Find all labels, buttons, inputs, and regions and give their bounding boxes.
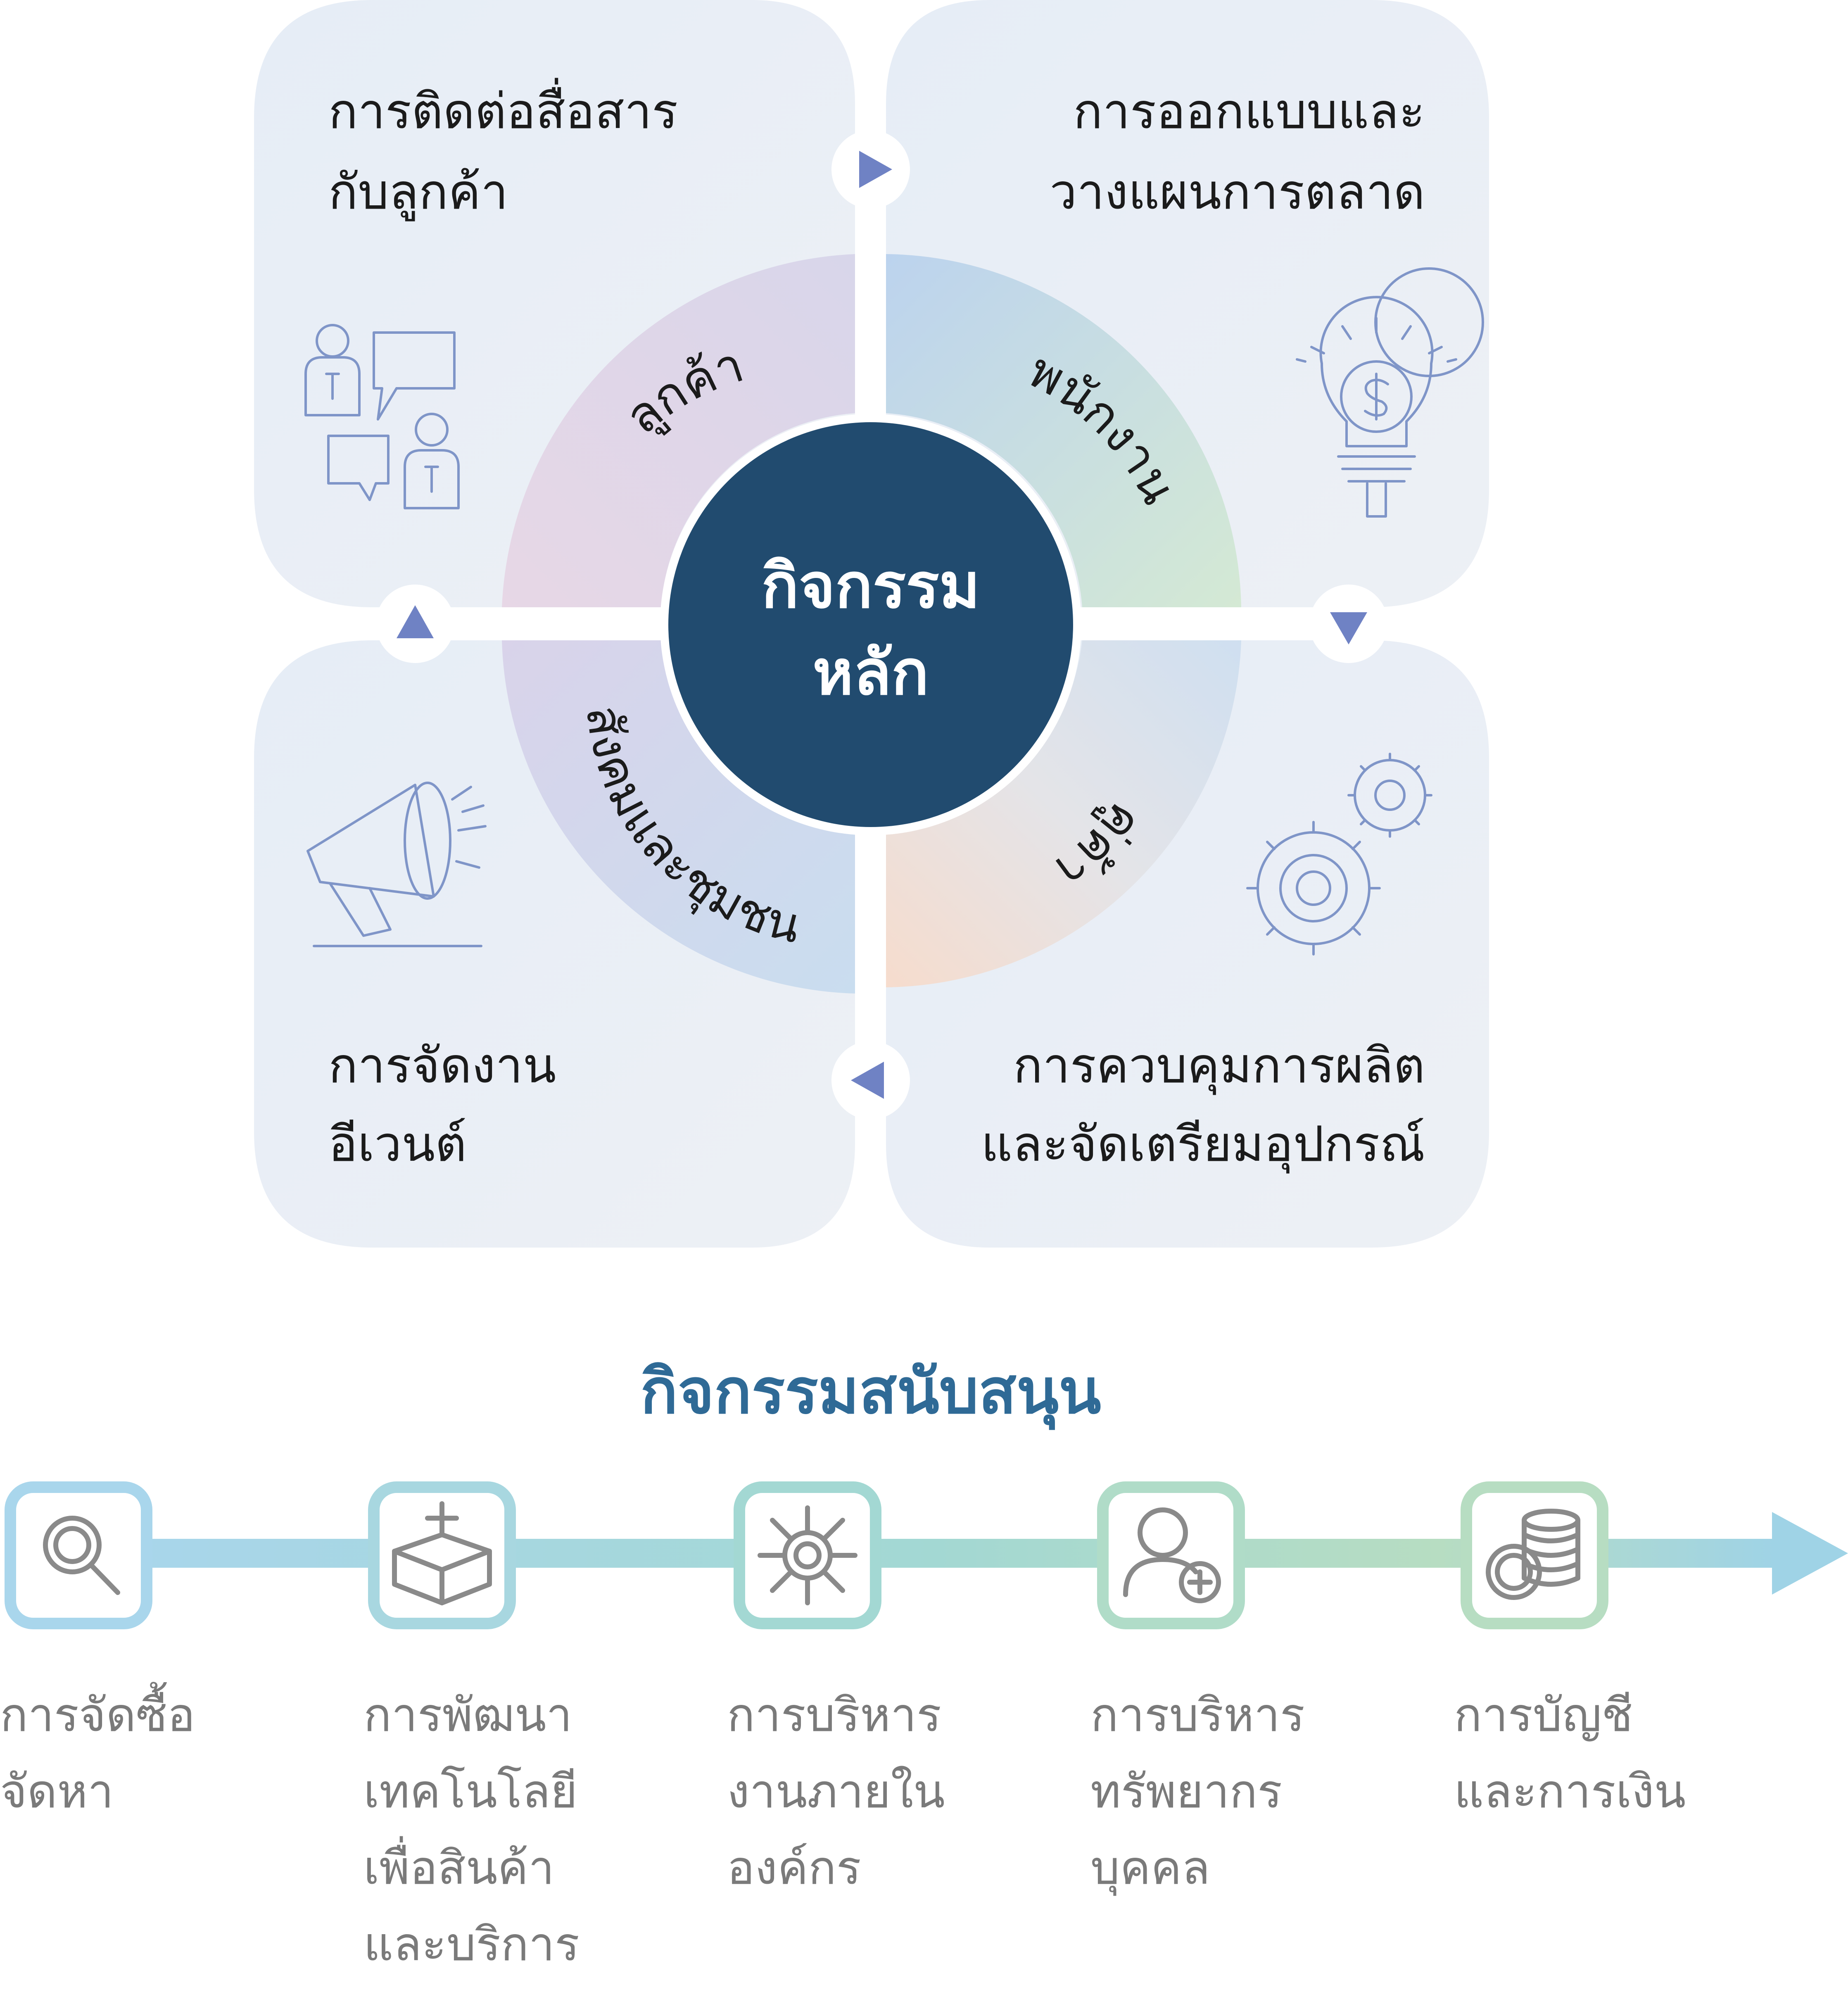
center-title-line2: หลัก <box>812 637 929 709</box>
flow-marker-bottom <box>831 1041 910 1120</box>
support-item-technology-line4: และบริการ <box>363 1918 580 1971</box>
support-item-human-resources-line3: บุคคล <box>1090 1841 1210 1896</box>
box-plus-icon <box>392 1501 492 1605</box>
quadrant-top-left-line2: กับลูกค้า <box>328 163 508 221</box>
support-item-internal-management <box>734 1481 881 1629</box>
center-circle-fill <box>668 422 1073 827</box>
support-item-accounting-line1: การบัญชี <box>1454 1688 1633 1742</box>
support-item-technology-line2: เทคโนโลยี <box>363 1765 577 1818</box>
support-item-internal-management-line1: การบริหาร <box>727 1688 941 1742</box>
magnifier-icon <box>43 1516 120 1595</box>
support-item-technology-line1: การพัฒนา <box>363 1688 572 1742</box>
support-flow-arrowhead <box>1772 1512 1848 1595</box>
flow-marker-top <box>831 130 910 209</box>
quadrant-top-left-line1: การติดต่อสื่อสาร <box>328 78 678 140</box>
customer-communication-icon <box>304 324 460 509</box>
user-add-icon <box>1123 1507 1221 1603</box>
quadrant-bottom-left-line1: การจัดงาน <box>328 1037 556 1094</box>
support-item-procurement-line2: จัดหา <box>0 1765 114 1818</box>
support-item-technology-line3: เพื่อสินค้า <box>363 1836 554 1895</box>
network-hub-icon <box>758 1505 857 1605</box>
gears-icon <box>1246 753 1432 956</box>
support-item-accounting-line2: และการเงิน <box>1454 1765 1686 1818</box>
center-title-line1: กิจกรรม <box>761 550 980 622</box>
quadrant-bottom-left-line2: อีเวนต์ <box>328 1115 467 1172</box>
support-item-procurement-line1: การจัดซื้อ <box>0 1682 195 1742</box>
support-item-internal-management-line2: งานภายใน <box>727 1765 945 1818</box>
support-item-human-resources-line2: ทรัพยากร <box>1090 1765 1282 1818</box>
ring-segment-top-right <box>886 254 1241 607</box>
flow-marker-left <box>376 585 454 663</box>
core-activities: ลูกค้า พนักงาน คู่ค้า สังคมและชุมชน กิจก… <box>254 0 1489 1248</box>
quadrant-bottom-right-line1: การควบคุมการผลิต <box>1013 1037 1425 1096</box>
support-item-accounting <box>1461 1481 1608 1629</box>
support-item-technology <box>368 1481 516 1629</box>
ring-segment-bottom-right <box>886 640 1241 987</box>
support-title: กิจกรรมสนับสนุน <box>640 1356 1101 1430</box>
support-item-procurement <box>5 1481 152 1629</box>
ring-segment-bottom-left <box>502 640 855 994</box>
megaphone-icon <box>306 782 487 947</box>
support-item-human-resources <box>1097 1481 1245 1629</box>
flow-marker-right <box>1309 585 1388 663</box>
quadrant-top-right-line1: การออกแบบและ <box>1073 83 1425 140</box>
support-item-internal-management-line3: องค์กร <box>727 1841 861 1895</box>
quadrant-top-right-line2: วางแผนการตลาด <box>1050 163 1425 220</box>
quadrant-bottom-right-line2: และจัดเตรียมอุปกรณ์ <box>981 1115 1425 1174</box>
support-item-human-resources-line1: การบริหาร <box>1090 1688 1305 1742</box>
ring-segment-top-left <box>502 254 855 607</box>
support-activities: กิจกรรมสนับสนุน <box>0 1356 1848 1971</box>
coins-icon <box>1486 1509 1580 1600</box>
lightbulb-dollar-icon <box>1296 267 1484 518</box>
